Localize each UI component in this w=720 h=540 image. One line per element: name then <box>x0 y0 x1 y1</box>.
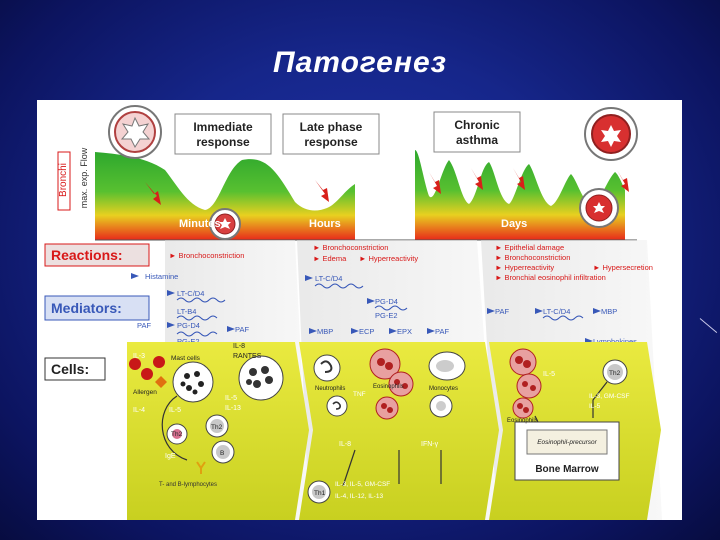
diagram-svg: Bronchi max. exp. Flow Immediate respons… <box>37 100 682 520</box>
cell-label: IL-4 <box>133 407 145 414</box>
mediator-item: LT-C/D4 <box>315 274 342 283</box>
time-label-hours: Hours <box>309 218 341 230</box>
cell-label: TNF <box>353 391 366 398</box>
cell-label: Th2 <box>171 431 183 438</box>
phase1-title-line1: Immediate <box>193 120 253 134</box>
red-cell-icon <box>141 368 153 380</box>
cells-label: Cells: <box>51 361 89 377</box>
mast-cell-icon <box>173 362 213 402</box>
mediator-item: ECP <box>359 327 374 336</box>
reaction-item: ► Edema <box>313 254 347 263</box>
cell-label: Monocytes <box>429 386 458 392</box>
cell-label: RANTES <box>233 353 262 360</box>
monocyte-icon <box>429 352 465 380</box>
reaction-item: ► Bronchoconstriction <box>313 243 388 252</box>
bronchus-cross-section-icon <box>109 106 161 158</box>
mediator-item: PG-E2 <box>375 311 398 320</box>
cell-label: Eosinophil-precursor <box>537 439 597 446</box>
cell-label: IL-8 <box>339 441 351 448</box>
cell-label: Allergen <box>133 389 157 396</box>
cell-label: IL-3, IL-5, GM-CSF <box>335 481 390 488</box>
phase3-title-line2: asthma <box>456 133 498 147</box>
reaction-item: ► Epithelial damage <box>495 243 564 252</box>
reactions-label: Reactions: <box>51 247 123 263</box>
mediator-item: Histamine <box>145 272 178 281</box>
monocyte-icon <box>430 395 452 417</box>
red-arrow <box>429 172 441 194</box>
mediator-item: PG-D4 <box>375 297 398 306</box>
reaction-item: ► Bronchoconstriction <box>495 253 570 262</box>
cell-label: IL-13 <box>225 405 241 412</box>
cell-label: IL-5 <box>225 395 237 402</box>
phase2-title-line1: Late phase <box>300 120 363 134</box>
cell-label: IFN-γ <box>421 441 439 448</box>
cell-label: IL-5 <box>543 371 555 378</box>
red-cell-icon <box>153 356 165 368</box>
cell-label: IL-3 <box>133 353 145 360</box>
bone-marrow-label: Bone Marrow <box>535 464 599 475</box>
eosinophil-icon <box>513 398 533 418</box>
reaction-item: ► Hyperreactivity <box>359 254 418 263</box>
cell-label: IL-5 <box>589 403 601 410</box>
cell-label: Mast cells <box>171 355 201 362</box>
decorative-line <box>700 318 717 333</box>
cell-label: T- and B-lymphocytes <box>159 482 217 488</box>
bronchi-label: Bronchi <box>58 163 69 197</box>
cell-label: Eosinophils <box>373 384 404 390</box>
mediator-item: PAF <box>495 307 509 316</box>
cell-label: IL-5 <box>169 407 181 414</box>
pathogenesis-diagram: Bronchi max. exp. Flow Immediate respons… <box>37 100 682 520</box>
neutrophil-icon <box>327 396 347 416</box>
mediator-item: LT-C/D4 <box>543 307 570 316</box>
mediator-item: LT-C/D4 <box>177 289 204 298</box>
mediator-item: PAF <box>435 327 449 336</box>
phase2-title-line2: response <box>304 135 358 149</box>
time-label-minutes: Minutes <box>179 218 221 230</box>
eosinophil-icon <box>517 374 541 398</box>
bronchus-chronic-icon <box>585 108 637 160</box>
eosinophil-icon <box>376 397 398 419</box>
cell-label: Neutrophils <box>315 386 345 392</box>
neutrophil-icon <box>314 355 340 381</box>
cell-label: Th1 <box>314 490 326 497</box>
cell-label: IL-3, GM-CSF <box>589 393 629 400</box>
phase3-title-line1: Chronic <box>454 118 500 132</box>
reaction-item: ► Hypersecretion <box>593 263 653 272</box>
mediator-item: PAF <box>137 321 151 330</box>
y-axis-label: max. exp. Flow <box>79 147 89 208</box>
cell-label: IgE <box>165 453 176 460</box>
eosinophil-icon <box>510 349 536 375</box>
phase1-title-line2: response <box>196 135 250 149</box>
mediator-item: EPX <box>397 327 412 336</box>
mediator-item: MBP <box>317 327 333 336</box>
cell-label: B <box>220 450 224 457</box>
cell-label: Th2 <box>609 370 621 377</box>
mediator-item: PAF <box>235 325 249 334</box>
red-arrow <box>471 168 483 190</box>
reaction-item: ► Bronchial eosinophil infiltration <box>495 273 606 282</box>
mediator-item: LT-B4 <box>177 307 196 316</box>
eosinophil-cluster-icon <box>239 356 283 400</box>
cell-label: IL-4, IL-12, IL-13 <box>335 493 383 500</box>
mediators-label: Mediators: <box>51 300 122 316</box>
mediator-item: MBP <box>601 307 617 316</box>
cell-label: Eosinophils <box>507 418 538 424</box>
bronchus-chronic-constricted-icon <box>580 189 618 227</box>
reaction-item: ► Hyperreactivity <box>495 263 554 272</box>
time-label-days: Days <box>501 218 527 230</box>
slide-title: Патогенез <box>0 46 720 80</box>
reaction-item: ► Bronchoconstriction <box>169 251 244 260</box>
mediator-item: PG-D4 <box>177 321 200 330</box>
cell-label: IL-8 <box>233 343 245 350</box>
red-arrow <box>315 180 329 202</box>
cell-label: Th2 <box>211 424 223 431</box>
